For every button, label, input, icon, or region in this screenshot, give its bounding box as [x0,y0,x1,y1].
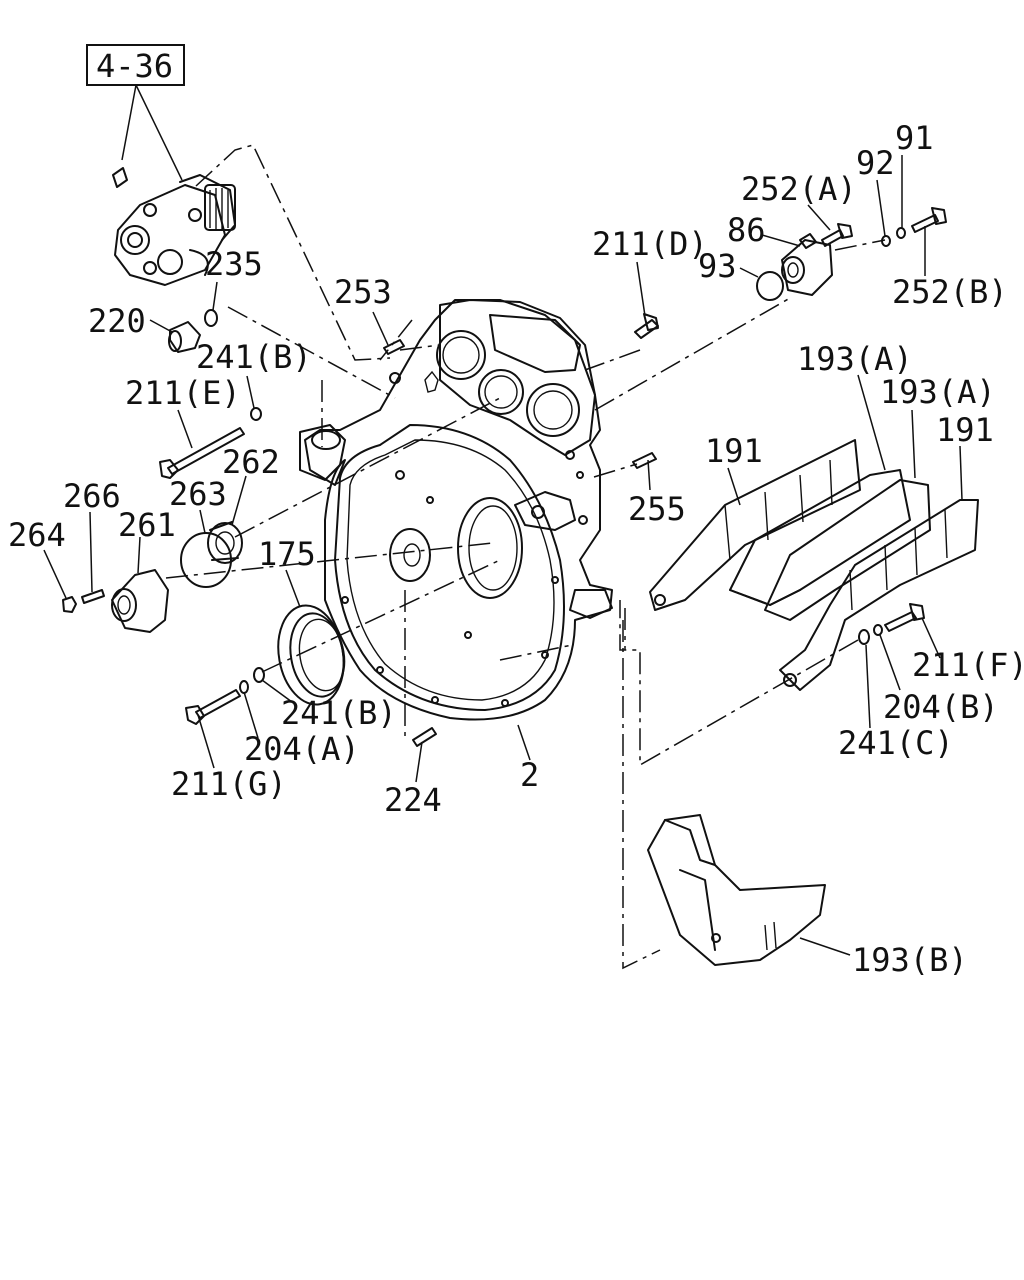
washer-241b-top [250,407,262,421]
bearing-262 [207,521,243,564]
callout-191-2[interactable]: 191 [936,411,994,449]
washer-241b-bottom [253,667,265,683]
callout-191-1[interactable]: 191 [705,432,763,470]
callout-252b[interactable]: 252(B) [892,273,1008,311]
callout-86[interactable]: 86 [727,211,766,249]
callout-262[interactable]: 262 [222,443,280,481]
callout-2[interactable]: 2 [520,756,539,794]
callout-220[interactable]: 220 [88,302,146,340]
snap-ring-263 [180,532,232,588]
stud-224 [412,727,437,747]
callout-211g[interactable]: 211(G) [171,765,287,803]
bracket-191-right [779,499,979,691]
reference-box-label[interactable]: 4-36 [96,47,173,85]
callout-263[interactable]: 263 [169,475,227,513]
plug-220 [168,321,201,353]
callout-266[interactable]: 266 [63,477,121,515]
callout-253[interactable]: 253 [334,273,392,311]
callout-235[interactable]: 235 [205,245,263,283]
callout-204b[interactable]: 204(B) [883,688,999,726]
callout-175[interactable]: 175 [258,535,316,573]
callout-193a-2[interactable]: 193(A) [880,373,996,411]
washer-204b [873,624,883,636]
stud-266 [81,589,105,604]
sensor-86 [781,233,833,296]
bolt-211f [884,603,925,632]
hub-261 [111,569,169,633]
cover-193b [647,814,826,966]
bolt-211g [185,689,241,725]
washer-204a [239,680,249,694]
callout-193a-1[interactable]: 193(A) [797,340,913,378]
callout-91[interactable]: 91 [895,119,934,157]
bolt-211e [159,427,245,479]
callout-92[interactable]: 92 [856,144,895,182]
pto-pump-assembly [112,167,236,286]
callout-241c[interactable]: 241(C) [838,724,954,762]
callout-241b-bottom[interactable]: 241(B) [281,694,397,732]
bolt-252b [911,207,947,233]
cover-193a-left [729,469,911,606]
callout-261[interactable]: 261 [118,506,176,544]
callout-193b[interactable]: 193(B) [852,941,968,979]
callout-252a[interactable]: 252(A) [741,170,857,208]
callout-211d[interactable]: 211(D) [592,225,708,263]
nut-264 [62,596,77,613]
o-ring-93 [756,271,784,301]
cover-193a-right [764,479,931,621]
bracket-191-left [649,439,861,611]
washer-241c [858,629,870,645]
callout-211e[interactable]: 211(E) [125,374,241,412]
bolt-252a [821,223,853,247]
callout-241b-top[interactable]: 241(B) [196,338,312,376]
callout-255[interactable]: 255 [628,490,686,528]
callout-211f[interactable]: 211(F) [912,646,1024,684]
oil-seal-175 [277,604,346,706]
flywheel-housing [299,299,613,721]
callout-264[interactable]: 264 [8,516,66,554]
o-ring-235 [204,309,218,327]
callout-204a[interactable]: 204(A) [244,730,360,768]
callout-224[interactable]: 224 [384,781,442,819]
stud-255 [632,452,657,469]
bolt-211d [634,313,659,339]
callout-93[interactable]: 93 [698,247,737,285]
washer-91 [896,227,906,239]
